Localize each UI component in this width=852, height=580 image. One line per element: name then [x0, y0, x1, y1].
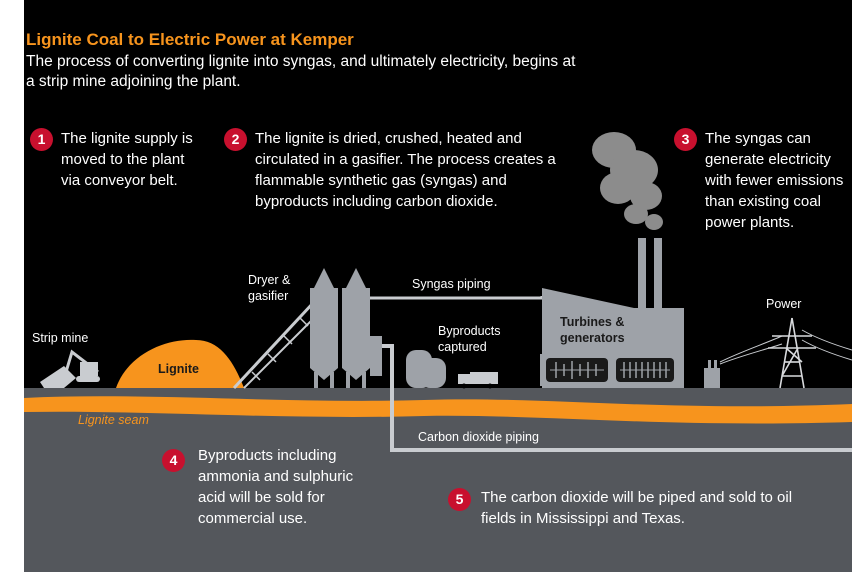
label-strip-mine: Strip mine [32, 331, 89, 345]
label-syngas-piping: Syngas piping [412, 277, 491, 291]
step-4-badge: 4 [162, 449, 185, 472]
excavator-icon [40, 349, 100, 388]
step-4-text: Byproducts including ammonia and sulphur… [198, 447, 354, 527]
smoke-cloud [592, 132, 663, 230]
label-power: Power [766, 297, 802, 311]
step-3-text: The syngas can generate electricity with… [705, 130, 844, 231]
dryer-gasifier-towers [310, 268, 382, 388]
truck-icon [458, 372, 498, 389]
lignite-pile [116, 339, 244, 388]
step-5-text: The carbon dioxide will be piped and sol… [481, 489, 793, 527]
power-lines [719, 329, 852, 365]
power-tower-icon [768, 317, 816, 389]
infographic-title: Lignite Coal to Electric Power at Kemper [26, 30, 354, 49]
lignite-seam [24, 396, 852, 424]
step-1-badge: 1 [30, 128, 53, 151]
infographic-panel: Lignite Coal to Electric Power at Kemper… [24, 0, 852, 572]
step-1-text: The lignite supply is moved to the plant… [61, 130, 193, 189]
step-2-text: The lignite is dried, crushed, heated an… [255, 130, 556, 210]
label-turbines-generators: Turbines & generators [560, 315, 625, 345]
label-carbon-dioxide-piping: Carbon dioxide piping [418, 430, 539, 444]
smokestacks [638, 238, 662, 308]
byproduct-tanks [406, 350, 446, 388]
step-3-badge: 3 [674, 128, 697, 151]
label-lignite-seam: Lignite seam [78, 413, 149, 427]
label-byproducts-captured: Byproducts captured [438, 324, 501, 354]
step-5-badge: 5 [448, 488, 471, 511]
conveyor-belt [232, 300, 321, 390]
transformer [704, 360, 720, 388]
label-dryer-gasifier: Dryer & gasifier [248, 273, 291, 303]
infographic-subtitle: The process of converting lignite into s… [26, 53, 576, 90]
process-illustration [24, 132, 852, 572]
turbine-building [540, 288, 684, 388]
step-2-badge: 2 [224, 128, 247, 151]
carbon-dioxide-pipe [382, 344, 852, 452]
syngas-pipe [370, 296, 544, 300]
label-lignite: Lignite [158, 362, 199, 376]
